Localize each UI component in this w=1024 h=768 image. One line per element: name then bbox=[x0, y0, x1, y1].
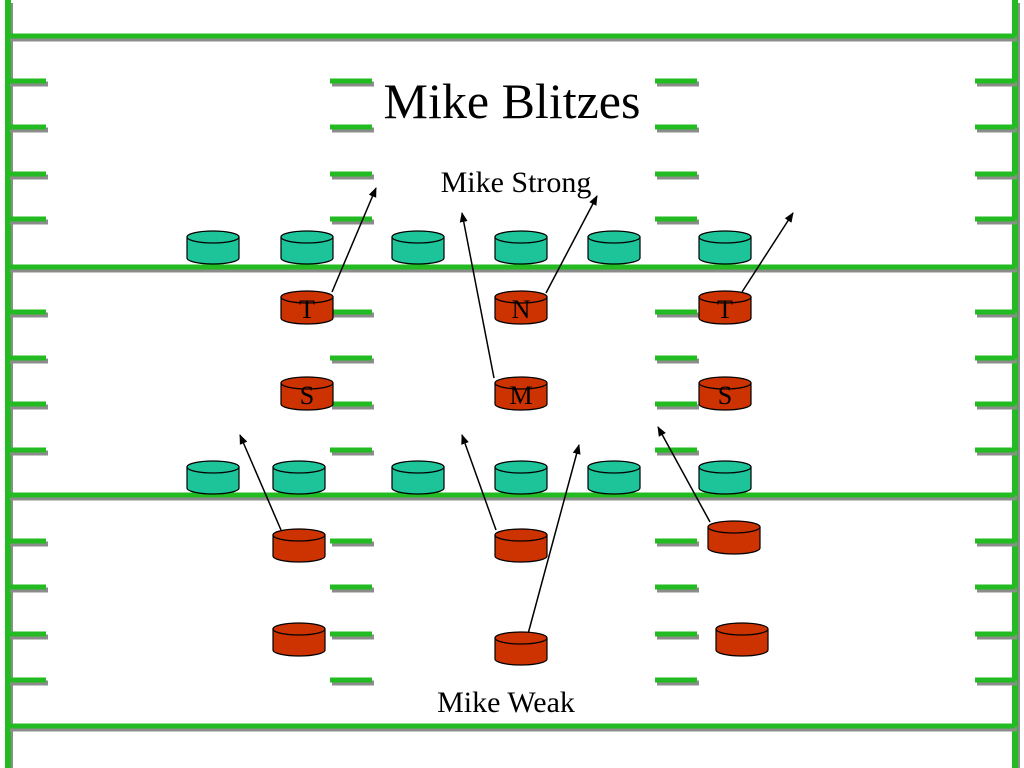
blitz-routes bbox=[239, 187, 794, 635]
defense-player: M bbox=[494, 376, 548, 411]
offense-player-top bbox=[587, 230, 641, 244]
defense-player-body bbox=[272, 628, 326, 657]
offense-player-body bbox=[494, 466, 548, 495]
defense-player-top bbox=[494, 290, 548, 304]
page-title: Mike Blitzes bbox=[384, 73, 641, 129]
defense-player bbox=[494, 631, 548, 666]
offense-player-body bbox=[698, 236, 752, 265]
defense-player bbox=[707, 520, 761, 555]
offense-player-top bbox=[391, 460, 445, 474]
defense-player-body bbox=[494, 637, 548, 666]
player-label: T bbox=[299, 295, 315, 324]
defense-player-body bbox=[280, 382, 334, 411]
blitz-route-arrow bbox=[545, 195, 598, 294]
offense-player-top bbox=[494, 460, 548, 474]
blitz-route-arrow bbox=[741, 212, 794, 293]
offense-player-body bbox=[391, 466, 445, 495]
defense-player-top bbox=[494, 631, 548, 645]
blitz-route-arrow bbox=[331, 187, 377, 293]
defense-player: S bbox=[698, 376, 752, 411]
defense-player-body bbox=[715, 628, 769, 657]
offense-player-body bbox=[280, 236, 334, 265]
defense-player-body bbox=[698, 382, 752, 411]
defense-player-top bbox=[715, 622, 769, 636]
offense-player-top bbox=[587, 460, 641, 474]
offense-player bbox=[587, 460, 641, 495]
offense-player bbox=[698, 460, 752, 495]
offense-player bbox=[391, 460, 445, 495]
defense-player-body bbox=[272, 534, 326, 563]
blitz-route-arrow bbox=[461, 434, 497, 531]
defense-player-top bbox=[698, 290, 752, 304]
offense-player-top bbox=[698, 460, 752, 474]
blitz-route-arrow bbox=[459, 212, 495, 379]
player-label: S bbox=[300, 381, 314, 410]
players: T N T S M S bbox=[186, 230, 769, 666]
offense-player-body bbox=[698, 466, 752, 495]
defense-player-top bbox=[272, 622, 326, 636]
offense-player bbox=[186, 460, 240, 495]
offense-player bbox=[587, 230, 641, 265]
offense-player-top bbox=[280, 230, 334, 244]
defense-player: T bbox=[698, 290, 752, 325]
player-label: M bbox=[509, 381, 532, 410]
mike-weak-caption: Mike Weak bbox=[437, 686, 575, 719]
offense-player bbox=[494, 230, 548, 265]
defense-player-top bbox=[280, 376, 334, 390]
offense-player-top bbox=[186, 460, 240, 474]
offense-player-body bbox=[587, 236, 641, 265]
defense-player-top bbox=[707, 520, 761, 534]
defense-player bbox=[494, 528, 548, 563]
offense-player-body bbox=[391, 236, 445, 265]
player-label: S bbox=[718, 381, 732, 410]
offense-player-top bbox=[494, 230, 548, 244]
defense-player-body bbox=[698, 296, 752, 325]
defense-player-body bbox=[494, 382, 548, 411]
defense-player-body bbox=[280, 296, 334, 325]
defense-player-top bbox=[494, 376, 548, 390]
offense-player-body bbox=[587, 466, 641, 495]
offense-player-top bbox=[698, 230, 752, 244]
offense-player bbox=[698, 230, 752, 265]
offense-player bbox=[280, 230, 334, 265]
offense-player-body bbox=[186, 236, 240, 265]
defense-player bbox=[715, 622, 769, 657]
mike-strong-caption: Mike Strong bbox=[441, 166, 592, 199]
offense-player bbox=[391, 230, 445, 265]
defense-player-body bbox=[494, 534, 548, 563]
blitz-route-arrow bbox=[239, 434, 282, 531]
offense-player bbox=[186, 230, 240, 265]
offense-player-top bbox=[186, 230, 240, 244]
blitz-route-arrow bbox=[527, 444, 581, 635]
defense-player-top bbox=[494, 528, 548, 542]
defense-player: N bbox=[494, 290, 548, 325]
defense-player-body bbox=[494, 296, 548, 325]
defense-player bbox=[272, 528, 326, 563]
offense-player bbox=[272, 460, 326, 495]
defense-player-top bbox=[280, 290, 334, 304]
offense-player-body bbox=[272, 466, 326, 495]
offense-player-top bbox=[272, 460, 326, 474]
defense-player bbox=[272, 622, 326, 657]
blitz-route-arrow bbox=[657, 426, 711, 523]
offense-player-top bbox=[391, 230, 445, 244]
defense-player: S bbox=[280, 376, 334, 411]
offense-player-body bbox=[186, 466, 240, 495]
defense-player-top bbox=[698, 376, 752, 390]
player-label: N bbox=[512, 295, 531, 324]
defense-player-body bbox=[707, 526, 761, 555]
defense-player: T bbox=[280, 290, 334, 325]
defense-player-top bbox=[272, 528, 326, 542]
player-label: T bbox=[717, 295, 733, 324]
field-lines bbox=[5, 0, 1020, 768]
offense-player-body bbox=[494, 236, 548, 265]
offense-player bbox=[494, 460, 548, 495]
